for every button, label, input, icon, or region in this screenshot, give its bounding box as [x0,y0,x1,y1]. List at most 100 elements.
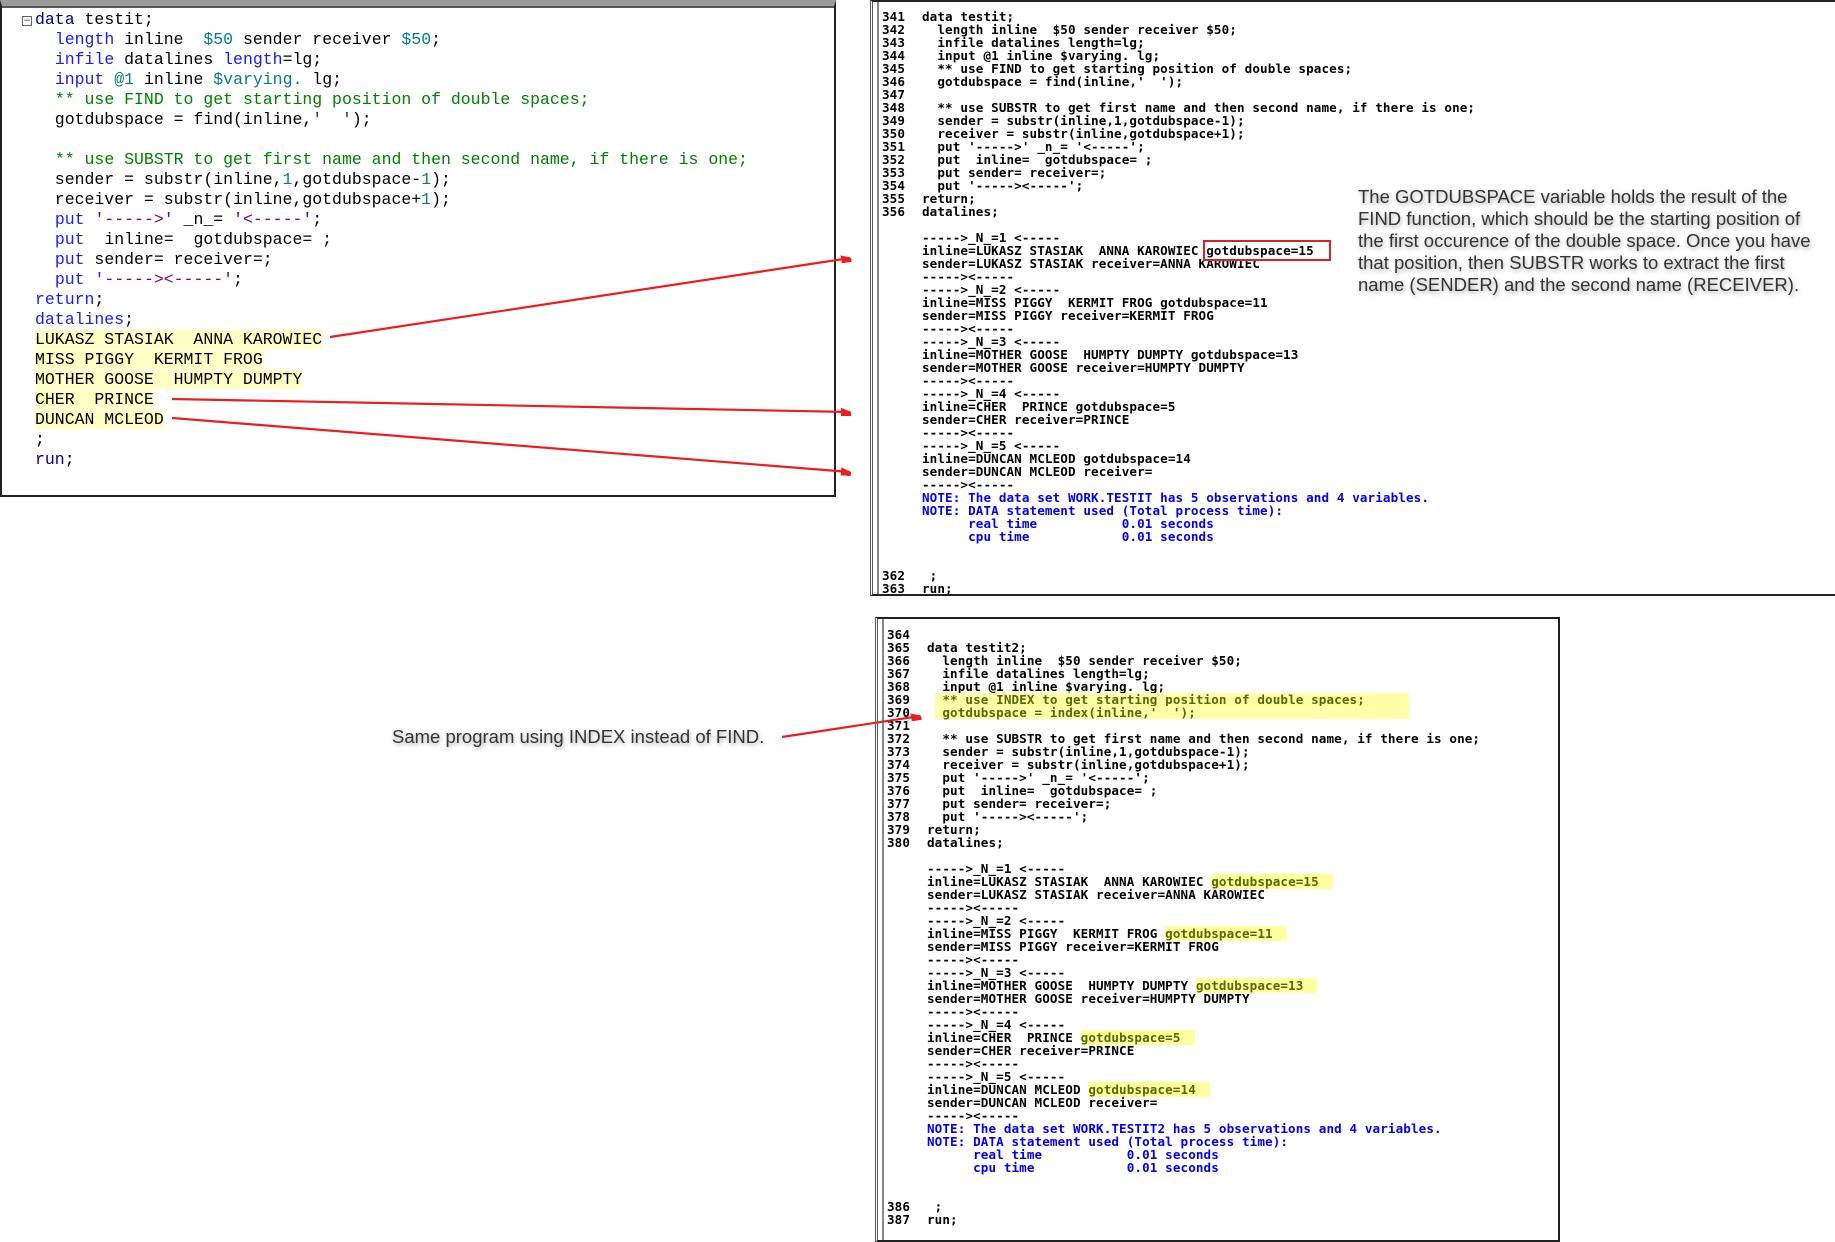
code-line: put sender= receiver=; [35,250,748,270]
log-line: 353 put sender= receiver=; [882,166,1475,179]
code-line: data testit; [35,10,748,30]
line-number: 346 [882,74,906,89]
code-token: DUNCAN MCLEOD [35,410,164,429]
code-token: '<-----' [233,210,313,229]
log-text: receiver = substr(inline,gotdubspace+1); [927,757,1250,772]
log-text: data testit; [922,9,1015,24]
log-text: NOTE: The data set WORK.TESTIT2 has 5 ob… [927,1121,1442,1136]
log-line: sender=DUNCAN MCLEOD receiver= [887,1096,1480,1109]
log-line: inline=MISS PIGGY KERMIT FROG gotdubspac… [882,296,1475,309]
log-line: inline=LUKASZ STASIAK ANNA KAROWIEC gotd… [887,874,1480,889]
line-number: 355 [882,191,906,206]
log-note-line: NOTE: The data set WORK.TESTIT2 has 5 ob… [887,1122,1480,1135]
code-token: lg; [302,70,342,89]
log-text: run; [927,1212,958,1227]
code-line: run; [35,450,748,470]
line-number: 349 [882,113,906,128]
log-line: 376 put inline= gotdubspace= ; [887,784,1480,797]
line-number: 376 [887,783,911,798]
log-text: -----><----- [922,321,1015,336]
code-token: 1 [421,170,432,189]
log-text: -----><----- [927,952,1020,967]
log-text: inline=LUKASZ STASIAK ANNA KAROWIEC [922,243,1207,258]
code-token: 1 [421,190,432,209]
gotdubspace-highlight: gotdubspace=5 [1080,1030,1195,1045]
code-token: ** use SUBSTR to get first name and then… [54,150,748,169]
code-token: put [54,210,85,229]
code-line: CHER PRINCE [35,390,748,410]
log-text: -----><----- [922,373,1015,388]
log-line: 349 sender = substr(inline,1,gotdubspace… [882,114,1475,127]
log-text: sender = substr(inline,1,gotdubspace-1); [922,113,1245,128]
log-text: sender=CHER receiver=PRINCE [927,1043,1135,1058]
minus-box-icon[interactable]: − [22,16,32,26]
log-text: -----><----- [927,1056,1020,1071]
log-text: -----><----- [922,425,1015,440]
line-number: 356 [882,204,906,219]
code-token: sender = substr(inline, [35,170,283,189]
code-token: infile [54,50,115,69]
line-number: 362 [882,568,906,583]
code-token [85,270,95,289]
log-line: ----->_N_=4 <----- [887,1018,1480,1031]
log-text: sender=MISS PIGGY receiver=KERMIT FROG [922,308,1214,323]
log-text: cpu time 0.01 seconds [927,1160,1219,1175]
log-line [887,1187,1480,1200]
log-line: ----->_N_=5 <----- [882,439,1475,452]
sas-program-editor[interactable]: − data testit; length inline $50 sender … [0,0,836,497]
code-token: @1 [114,70,135,89]
code-token [35,70,55,89]
log-line: sender=MISS PIGGY receiver=KERMIT FROG [882,309,1475,322]
log-line: 356 datalines; [882,205,1475,218]
code-line: return; [35,290,748,310]
code-token: '-----><-----' [94,270,234,289]
editor-code[interactable]: data testit; length inline $50 sender re… [35,10,748,470]
log-text: inline=MOTHER GOOSE HUMPTY DUMPTY gotdub… [922,347,1299,362]
code-line: input @1 inline $varying. lg; [35,70,748,90]
code-line: ; [35,430,748,450]
line-number: 379 [887,822,911,837]
code-line: gotdubspace = find(inline,' '); [35,110,748,130]
code-token: ; [94,290,105,309]
log-line: -----><----- [887,901,1480,914]
line-number: 373 [887,744,911,759]
gotdubspace-highlight: gotdubspace=11 [1165,926,1287,941]
code-token: ); [431,190,451,209]
code-line: sender = substr(inline,1,gotdubspace-1); [35,170,748,190]
log-text: ----->_N_=3 <----- [922,334,1061,349]
line-number: 378 [887,809,911,824]
log-line: sender=MOTHER GOOSE receiver=HUMPTY DUMP… [887,992,1480,1005]
log-line: inline=MISS PIGGY KERMIT FROG gotdubspac… [887,926,1480,941]
log-text: sender=MISS PIGGY receiver=KERMIT FROG [927,939,1219,954]
log-line: inline=MOTHER GOOSE HUMPTY DUMPTY gotdub… [887,978,1480,993]
log-line: -----><----- [882,322,1475,335]
code-token: ; [35,430,45,449]
line-number: 342 [882,22,906,37]
log-text: datalines; [922,204,999,219]
log-line: inline=MOTHER GOOSE HUMPTY DUMPTY gotdub… [882,348,1475,361]
log-line: 345 ** use FIND to get starting position… [882,62,1475,75]
log-text: inline=DUNCAN MCLEOD gotdubspace=14 [922,451,1191,466]
log-line: sender=LUKASZ STASIAK receiver=ANNA KARO… [882,257,1475,270]
log-text: -----><----- [922,269,1015,284]
code-line: LUKASZ STASIAK ANNA KAROWIEC [35,330,748,350]
log-text: inline=CHER PRINCE [927,1030,1081,1045]
code-token: MOTHER GOOSE HUMPTY DUMPTY [35,370,303,389]
code-line: receiver = substr(inline,gotdubspace+1); [35,190,748,210]
log-text: cpu time 0.01 seconds [922,529,1214,544]
log-text: ** use SUBSTR to get first name and then… [922,100,1476,115]
log-line: 367 infile datalines length=lg; [887,667,1480,680]
code-token: receiver = substr(inline,gotdubspace+ [35,190,422,209]
log-line: sender=MISS PIGGY receiver=KERMIT FROG [887,940,1480,953]
log-text: -----><----- [927,1004,1020,1019]
log-line: ----->_N_=2 <----- [882,283,1475,296]
log-line: -----><----- [882,374,1475,387]
log-text: ----->_N_=5 <----- [922,438,1061,453]
log-line: inline=DUNCAN MCLEOD gotdubspace=14 [887,1082,1480,1097]
